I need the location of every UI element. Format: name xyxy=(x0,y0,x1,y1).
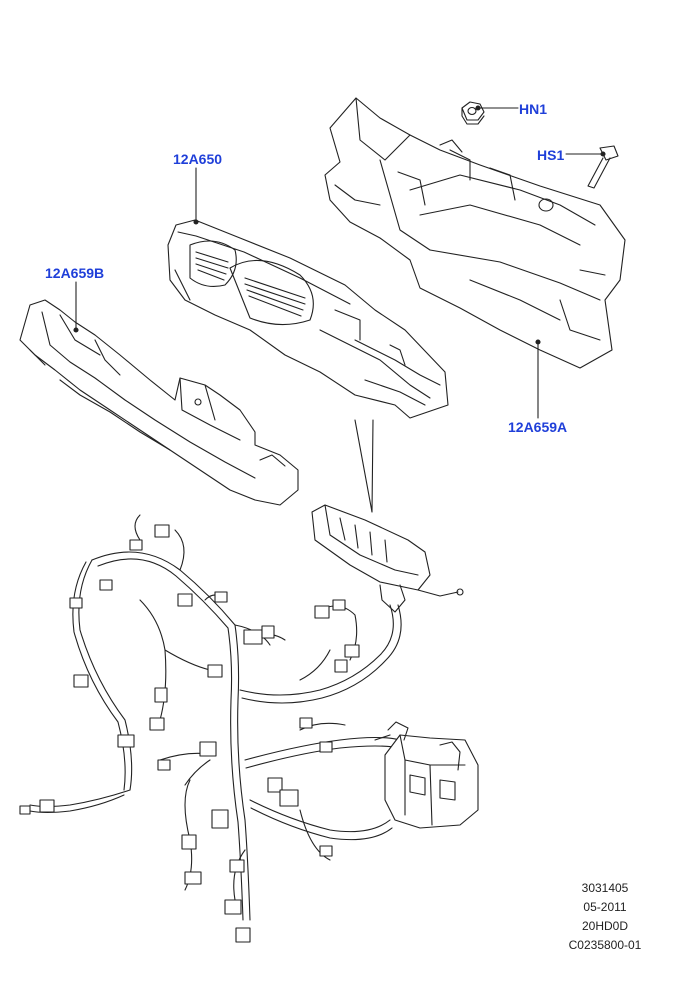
fuse-relay-box xyxy=(374,721,479,829)
callout-leaders xyxy=(73,105,606,419)
nut-hn1 xyxy=(461,101,485,125)
callout-12a659a: 12A659A xyxy=(508,419,568,435)
reference-line-4: C0235800-01 xyxy=(568,938,642,952)
upper-housing-12a659a xyxy=(324,97,626,369)
reference-line-2: 05-2011 xyxy=(583,900,627,914)
reference-line-3: 20HD0D xyxy=(581,919,629,933)
reference-block: 3031405 05-2011 20HD0D C0235800-01 xyxy=(555,879,655,955)
reference-line-1: 3031405 xyxy=(581,881,629,895)
callout-hs1: HS1 xyxy=(537,147,565,163)
control-module-12a650 xyxy=(167,219,449,419)
assembly-lines xyxy=(354,419,374,513)
lower-cover-12a659b xyxy=(19,299,299,506)
callout-12a659b: 12A659B xyxy=(45,265,105,281)
callout-hn1: HN1 xyxy=(519,101,548,117)
connector-bracket xyxy=(311,504,464,613)
callout-12a650: 12A650 xyxy=(173,151,223,167)
wiring-harness xyxy=(19,514,402,943)
